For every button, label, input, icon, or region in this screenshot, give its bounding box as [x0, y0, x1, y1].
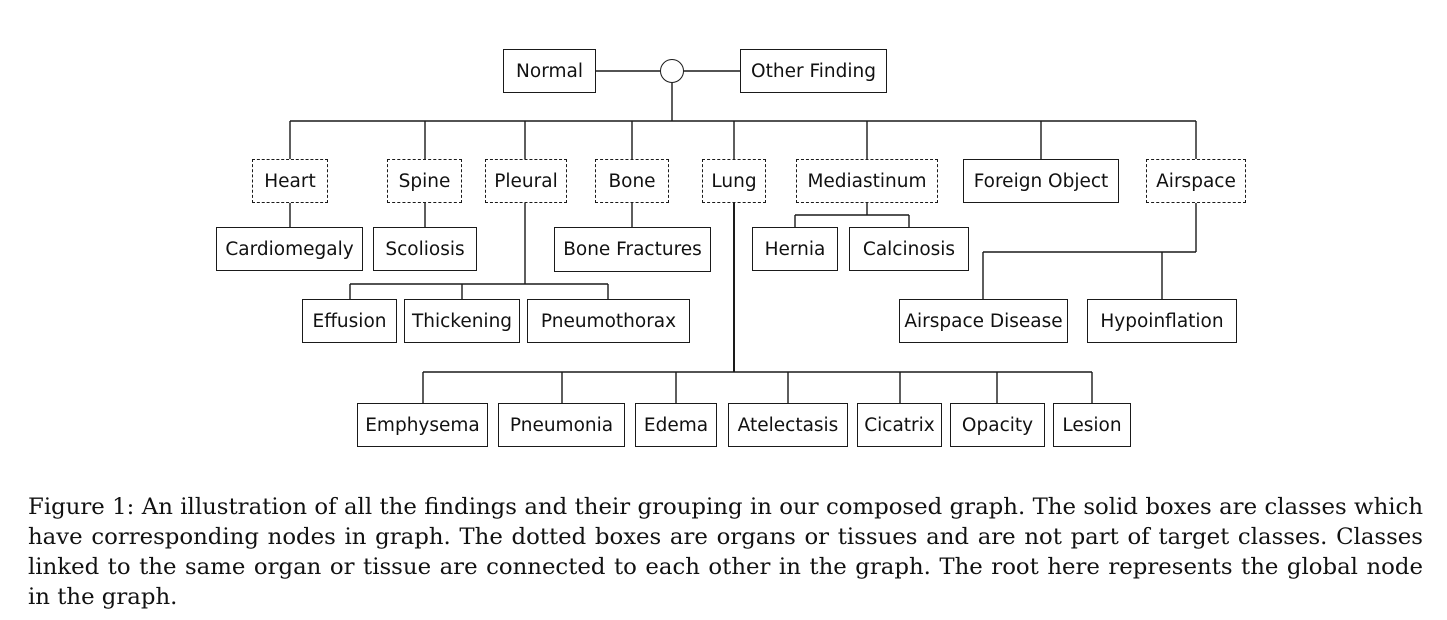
- node-bone-fractures: Bone Fractures: [554, 227, 711, 272]
- node-airspace-disease: Airspace Disease: [899, 299, 1068, 343]
- group-pleural: Pleural: [485, 159, 567, 203]
- group-bone: Bone: [595, 159, 669, 203]
- group-heart: Heart: [252, 159, 328, 203]
- node-cicatrix: Cicatrix: [857, 403, 942, 447]
- node-hypoinflation: Hypoinflation: [1087, 299, 1237, 343]
- group-mediastinum: Mediastinum: [796, 159, 938, 203]
- group-spine: Spine: [387, 159, 462, 203]
- node-thickening: Thickening: [404, 299, 520, 343]
- node-normal: Normal: [503, 49, 596, 93]
- root-node-circle: [660, 59, 684, 83]
- node-atelectasis: Atelectasis: [728, 403, 848, 447]
- node-lesion: Lesion: [1053, 403, 1131, 447]
- figure-caption: Figure 1: An illustration of all the fin…: [28, 494, 1423, 610]
- node-emphysema: Emphysema: [357, 403, 488, 447]
- node-opacity: Opacity: [950, 403, 1045, 447]
- node-pneumothorax: Pneumothorax: [527, 299, 690, 343]
- findings-graph-diagram: Normal Other Finding Heart Spine Pleural…: [216, 49, 1246, 447]
- node-pneumonia: Pneumonia: [498, 403, 625, 447]
- node-other-finding: Other Finding: [740, 49, 887, 93]
- connector-lines: [289, 70, 1197, 403]
- group-airspace: Airspace: [1146, 159, 1246, 203]
- node-cardiomegaly: Cardiomegaly: [216, 227, 363, 271]
- group-foreign-object: Foreign Object: [963, 159, 1119, 203]
- group-lung: Lung: [702, 159, 766, 203]
- node-scoliosis: Scoliosis: [373, 227, 477, 271]
- node-edema: Edema: [635, 403, 717, 447]
- node-calcinosis: Calcinosis: [849, 227, 969, 271]
- node-effusion: Effusion: [302, 299, 397, 343]
- node-hernia: Hernia: [752, 227, 838, 271]
